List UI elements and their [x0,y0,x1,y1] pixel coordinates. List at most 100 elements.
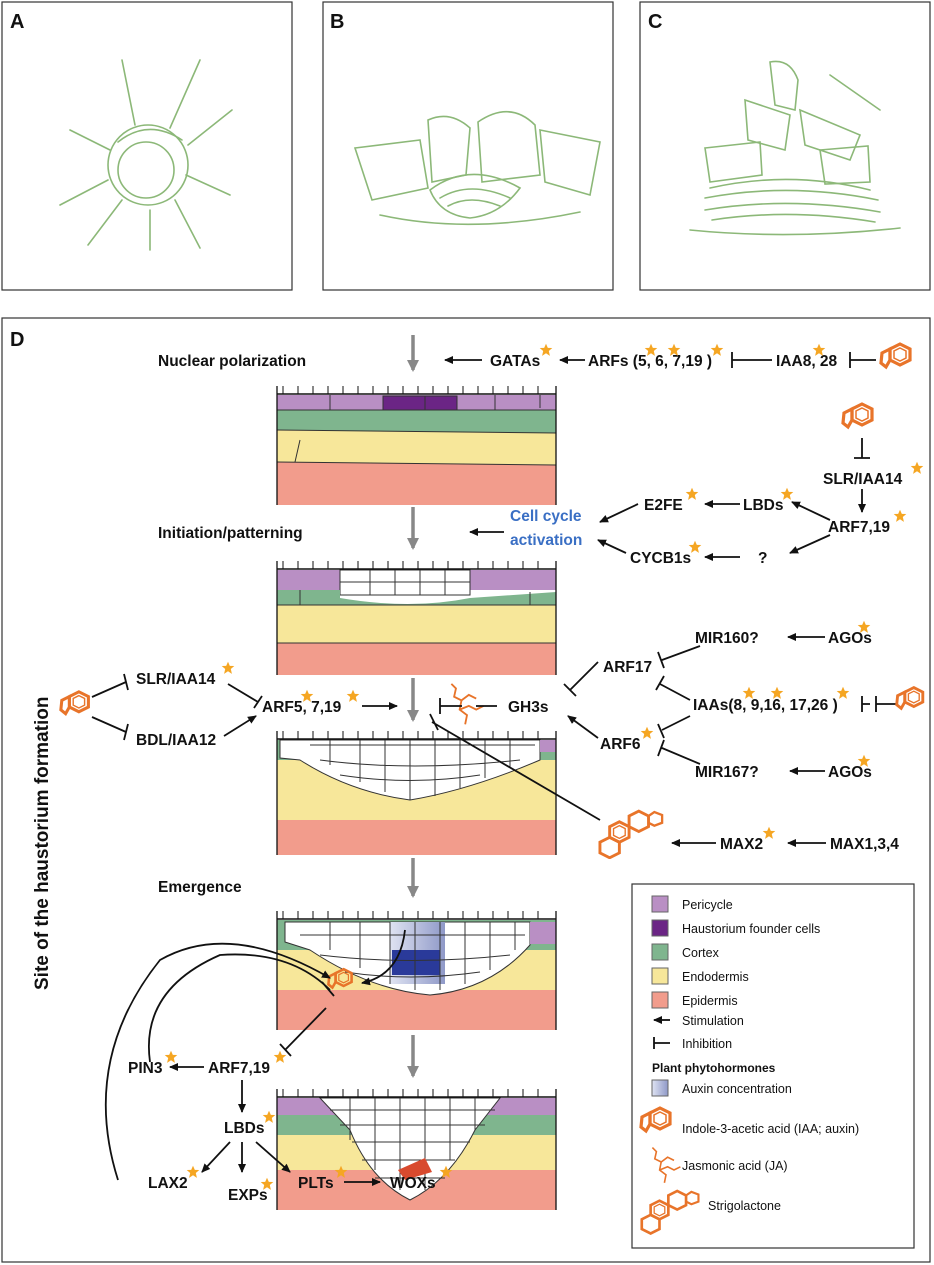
haustorium-sketch-b [353,110,601,226]
inhibit-auxin-iaas [875,696,898,712]
star-icon [710,343,724,356]
root-section-2 [276,561,557,675]
star-icon [539,343,553,356]
label-max2: MAX2 [720,836,763,853]
inhibit-mir160-arf17 [657,645,701,669]
panel-c-label: C [648,11,662,33]
legend-inhibition: Inhibition [682,1037,732,1051]
inhibit-bracket [861,696,870,712]
legend-founder-cells: Haustorium founder cells [682,922,820,936]
label-arfs: ARFs (5, 6, 7,19 ) [588,353,712,370]
label-lax2: LAX2 [148,1175,188,1192]
legend-hormones-title: Plant phytohormones [652,1061,776,1075]
label-arf6: ARF6 [600,736,641,753]
auxin-icon [59,690,90,716]
root-section-5 [276,1089,557,1210]
inhibit-auxin-slr-left [91,673,129,698]
legend-swatch-endodermis [651,967,669,985]
label-agos-1: AGOs [828,630,872,647]
inhibit-pin3-auxin [148,953,335,1063]
label-exps: EXPs [228,1187,268,1204]
legend-swatch-auxin [651,1079,669,1097]
legend-stimulation: Stimulation [682,1014,744,1028]
legend-box [631,883,915,1249]
legend-swatch-epidermis [651,991,669,1009]
label-arf7-19-bottom: ARF7,19 [208,1060,270,1077]
arrow-lbds-lax2 [201,1141,231,1173]
star-icon [273,1050,287,1063]
arrow-lax2-auxin [104,942,331,1181]
auxin-icon [895,686,925,710]
star-icon [164,1050,178,1063]
stage-emergence: Emergence [158,879,242,896]
panel-c-frame [639,1,931,291]
legend-ja: Jasmonic acid (JA) [682,1159,788,1173]
legend-swatch-pericycle [651,895,669,913]
star-icon [893,509,907,522]
root-section-4 [276,911,557,1030]
legend-pericycle: Pericycle [682,898,733,912]
inhibit-auxin-bdl [91,716,129,741]
star-icon [910,461,924,474]
stage-initiation-patterning: Initiation/patterning [158,525,303,542]
star-icon [346,689,360,702]
label-max134: MAX1,3,4 [830,836,899,853]
auxin-icon [879,342,912,369]
legend-iaa: Indole-3-acetic acid (IAA; auxin) [682,1122,859,1136]
jasmonic-acid-icon [450,682,485,726]
label-iaas: IAAs(8, 9,16, 17,26 ) [693,697,838,714]
label-arf5-7-19: ARF5, 7,19 [262,699,342,716]
inhibit-mir167-arf6 [657,739,701,765]
label-mir160: MIR160? [695,630,759,647]
panel-b-label: B [330,11,344,33]
star-icon [262,1110,276,1123]
star-icon [762,826,776,839]
panel-d-frame [1,317,931,1263]
root-section-3 [276,731,557,855]
panel-a-frame [1,1,293,291]
inhibit-sl-auxin [429,713,601,821]
arrow-lbds-plts [255,1141,291,1173]
label-gatas: GATAs [490,353,540,370]
label-pin3: PIN3 [128,1060,163,1077]
legend-swatch-cortex [651,943,669,961]
label-lbds-bottom: LBDs [224,1120,264,1137]
legend-endodermis: Endodermis [682,970,749,984]
legend-strigolactone: Strigolactone [708,1199,781,1213]
label-gh3s: GH3s [508,699,549,716]
star-icon [685,487,699,500]
label-e2fe: E2FE [644,497,683,514]
auxin-icon [841,402,874,429]
arrow-arf7-lbds [791,501,831,521]
inhibition-icon [653,1037,670,1049]
star-icon [221,661,235,674]
arrow-bdl-arf5 [223,715,257,737]
inhibit-iaas-arf17 [655,675,691,701]
legend-cortex: Cortex [682,946,720,960]
inhibit-arf17-gh3 [563,661,599,697]
arrow-e2fe-cellcycle [599,503,639,523]
arrow-arf7-q [789,534,831,554]
legend-swatch-founder [651,919,669,937]
inhibit-iaas-arf6 [657,715,691,739]
arrow-cycb1s-cellcycle [597,539,627,554]
stage-nuclear-polarization: Nuclear polarization [158,353,306,370]
legend-auxin-concentration: Auxin concentration [682,1082,792,1096]
label-arf17: ARF17 [603,659,652,676]
label-mir167: MIR167? [695,764,759,781]
inhibit-auxin-slr [854,438,870,459]
root-section-1 [276,386,557,505]
label-cell-cycle: Cell cycle [510,508,582,525]
inhibit-gh3-auxin [439,698,497,714]
inhibit-auxin-iaa8 [849,352,876,368]
side-title: Site of the haustorium formation [32,697,53,990]
star-icon [640,726,654,739]
label-plts: PLTs [298,1175,334,1192]
star-icon [186,1165,200,1178]
star-icon [836,686,850,699]
arrow-auxin-accum [361,929,406,986]
label-cycb1s: CYCB1s [630,550,691,567]
panel-d-label: D [10,329,24,351]
label-agos-2: AGOs [828,764,872,781]
